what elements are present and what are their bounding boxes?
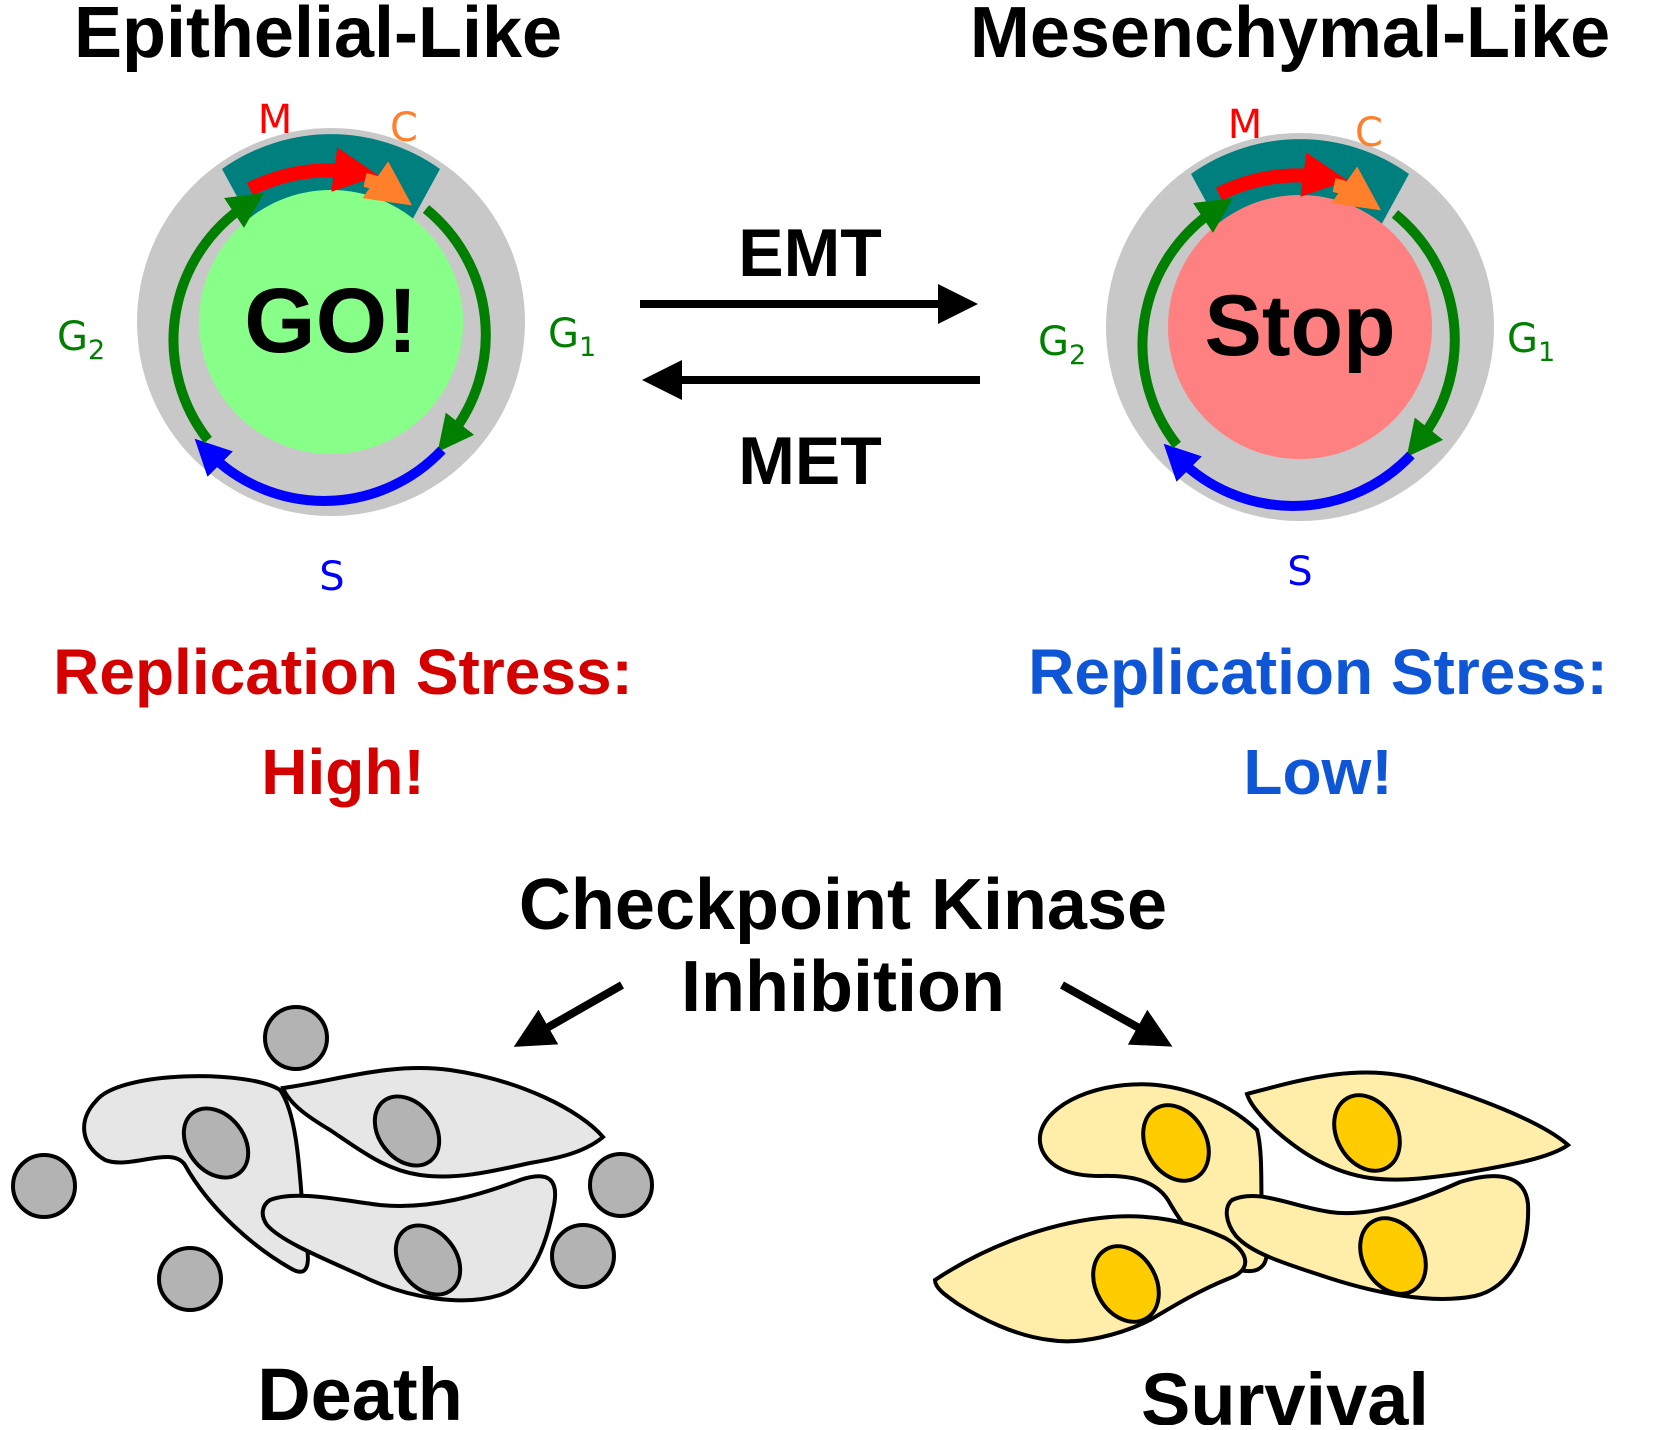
g1-phase-arrow — [1391, 210, 1460, 457]
survival-label: Survival — [1141, 1358, 1429, 1425]
m-phase-label: M — [258, 97, 293, 143]
m-phase-arrow — [1215, 152, 1348, 201]
surviving-cells — [932, 1070, 1572, 1344]
met-label: MET — [738, 423, 882, 499]
m-phase-label: M — [1228, 102, 1263, 148]
c-phase-arrow — [1331, 166, 1382, 211]
g1-phase-arrow — [422, 205, 491, 452]
c-phase-label: C — [390, 105, 418, 151]
survival-arrow — [1060, 981, 1173, 1047]
stop-center — [1168, 195, 1432, 459]
epithelial-title: Epithelial-Like — [74, 0, 562, 73]
transition-arrows: EMT MET — [640, 215, 980, 499]
dying-cell-body — [82, 1074, 310, 1274]
dying-cell-body — [280, 1066, 606, 1179]
mesenchymal-cell-cycle: Stop M C S G2 G1 — [1038, 102, 1555, 595]
right-stress-title: Replication Stress: — [1028, 636, 1608, 708]
surviving-cell-body — [1244, 1070, 1572, 1182]
apoptotic-cell — [11, 1153, 77, 1219]
left-stress-level: High! — [261, 736, 425, 808]
c-phase-arrow — [362, 161, 413, 206]
g2-phase-label: G2 — [57, 314, 105, 366]
surviving-cell-nucleus — [1141, 1103, 1211, 1183]
g2-phase-label: G2 — [1038, 319, 1086, 371]
treatment-line-1: Checkpoint Kinase — [519, 865, 1167, 945]
stop-label: Stop — [1204, 278, 1395, 374]
emt-label: EMT — [738, 215, 882, 291]
apoptotic-cell — [550, 1223, 616, 1289]
mesenchymal-title: Mesenchymal-Like — [970, 0, 1610, 73]
epithelial-cell-cycle: GO! M C S G2 G1 — [57, 97, 596, 600]
s-phase-arrow — [194, 438, 446, 506]
dying-cell-nucleus — [393, 1223, 463, 1297]
g1-phase-label: G1 — [1507, 316, 1555, 368]
death-arrow — [513, 981, 624, 1047]
surviving-cell-nucleus — [1332, 1093, 1402, 1173]
g2-phase-arrow — [1137, 198, 1233, 449]
treatment-line-2: Inhibition — [681, 947, 1005, 1027]
s-phase-label: S — [1287, 549, 1312, 595]
m-phase-arrow — [246, 147, 379, 196]
surviving-cell-body — [932, 1214, 1248, 1344]
right-stress-level: Low! — [1243, 736, 1392, 808]
go-label: GO! — [244, 270, 418, 372]
apoptotic-cell — [157, 1246, 223, 1312]
surviving-cell-nucleus — [1091, 1244, 1161, 1324]
left-stress-title: Replication Stress: — [53, 636, 633, 708]
g2-phase-arrow — [168, 193, 264, 444]
dying-cells — [11, 1005, 654, 1312]
death-label: Death — [257, 1353, 463, 1425]
apoptotic-cell — [263, 1005, 329, 1071]
go-center — [199, 190, 463, 454]
apoptotic-cell — [588, 1152, 654, 1218]
s-phase-arrow — [1163, 443, 1415, 511]
g1-phase-label: G1 — [548, 311, 596, 363]
surviving-cell-nucleus — [1358, 1216, 1428, 1296]
s-phase-label: S — [319, 554, 344, 600]
c-phase-label: C — [1355, 110, 1383, 156]
dying-cell-nucleus — [372, 1094, 442, 1168]
dying-cell-nucleus — [181, 1106, 251, 1180]
